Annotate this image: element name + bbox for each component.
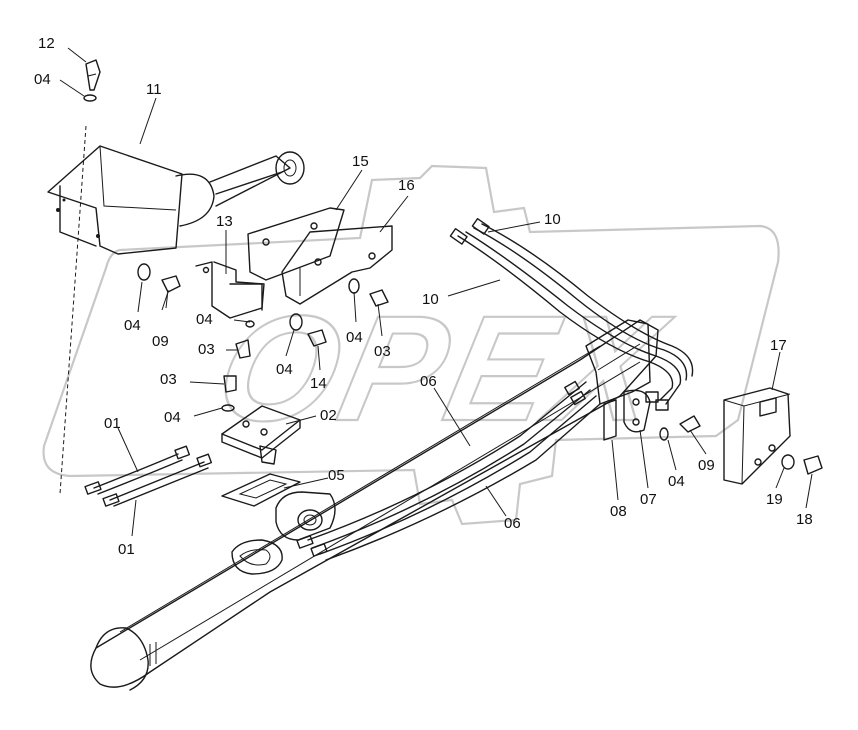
fasteners-left (137, 263, 389, 412)
callout-03: 03 (374, 343, 391, 360)
callout-16: 16 (398, 177, 415, 194)
valve-block-17 (723, 387, 791, 485)
hose-06 (296, 380, 601, 561)
bracket-13 (195, 261, 265, 319)
callout-04: 04 (276, 361, 293, 378)
callout-19: 19 (766, 491, 783, 508)
callout-09: 09 (698, 457, 715, 474)
callout-02: 02 (320, 407, 337, 424)
callout-04: 04 (668, 473, 685, 490)
callout-06: 06 (504, 515, 521, 532)
bolt-12 (83, 59, 101, 102)
callout-01: 01 (104, 415, 121, 432)
callouts: 12 04 11 15 16 10 10 13 04 09 04 03 04 1… (34, 35, 813, 558)
cylinder-11 (47, 125, 305, 495)
hose-01 (84, 445, 213, 507)
gasket-05 (221, 473, 301, 507)
callout-15: 15 (352, 153, 369, 170)
callout-12: 12 (38, 35, 55, 52)
callout-04: 04 (196, 311, 213, 328)
callout-04: 04 (34, 71, 51, 88)
bracket-15 (247, 207, 345, 281)
watermark: OPEX (42, 164, 780, 526)
callout-04: 04 (346, 329, 363, 346)
callout-08: 08 (610, 503, 627, 520)
callout-04: 04 (124, 317, 141, 334)
callout-13: 13 (216, 213, 233, 230)
callout-03: 03 (198, 341, 215, 358)
callout-14: 14 (310, 375, 327, 392)
callout-10: 10 (422, 291, 439, 308)
leader-lines (59, 47, 813, 537)
callout-09: 09 (152, 333, 169, 350)
callout-18: 18 (796, 511, 813, 528)
callout-04: 04 (164, 409, 181, 426)
watermark-brand: OPEX (204, 286, 682, 453)
fasteners-18-19 (781, 454, 823, 475)
callout-05: 05 (328, 467, 345, 484)
parts-07-08-09 (603, 389, 701, 441)
callout-10: 10 (544, 211, 561, 228)
callout-06: 06 (420, 373, 437, 390)
bracket-16 (281, 225, 393, 305)
callout-11: 11 (146, 81, 162, 98)
callout-07: 07 (640, 491, 657, 508)
callout-17: 17 (770, 337, 787, 354)
callout-01: 01 (118, 541, 135, 558)
callout-03: 03 (160, 371, 177, 388)
watermark-gear-outline (42, 164, 780, 526)
boom-arm (90, 319, 659, 691)
hose-10 (449, 218, 694, 411)
